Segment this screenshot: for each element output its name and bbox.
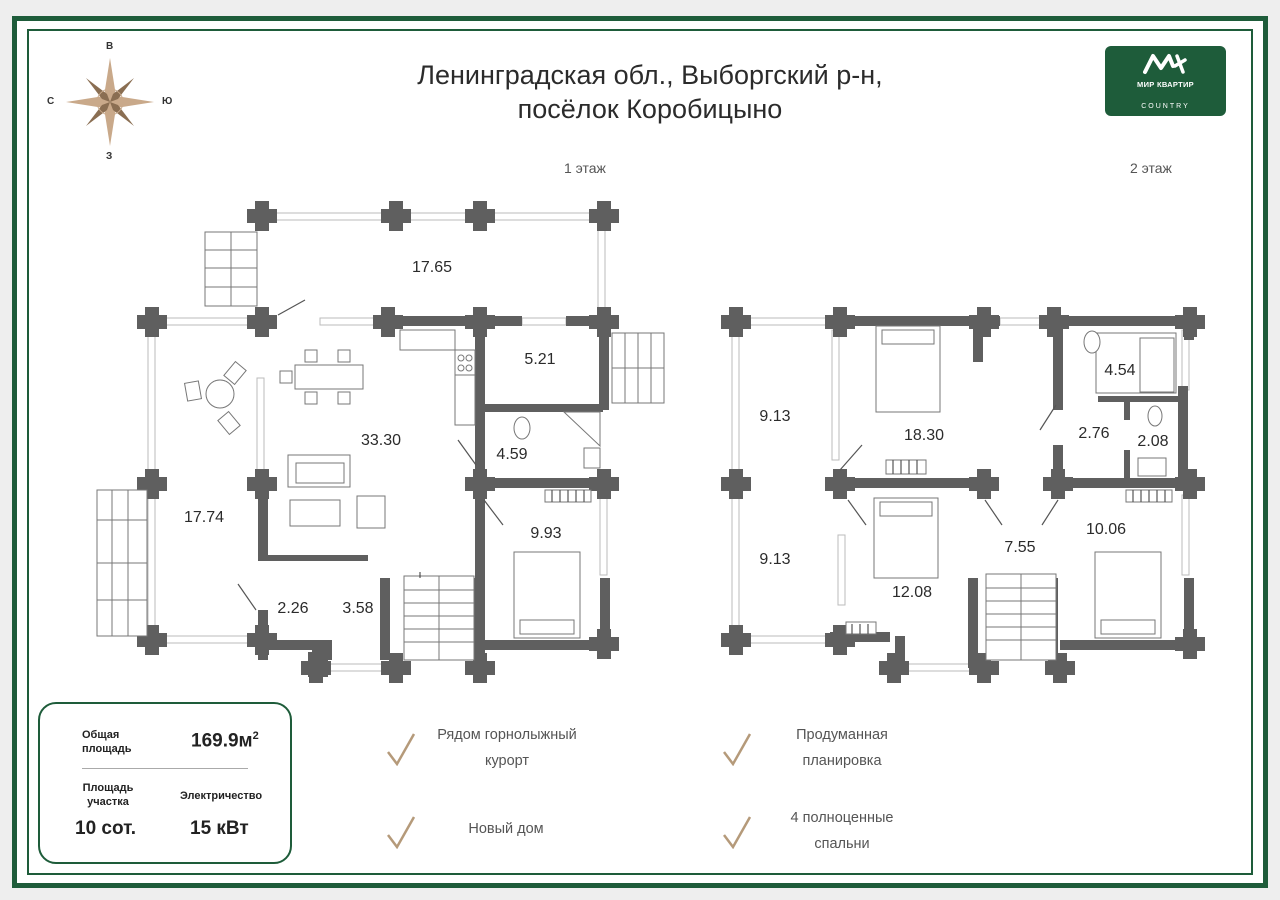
plot-area-value: 10 сот. [75,818,137,839]
feature-text: 4 полноценные [790,810,894,826]
compass-east: Ю [162,96,173,107]
room-area-label: 2.76 [1078,425,1110,442]
room-area-label: 33.30 [360,432,402,449]
compass-rose-icon [66,58,154,146]
power-value: 15 кВт [190,818,249,839]
compass-south: З [106,151,113,162]
room-area-label: 5.21 [524,351,556,368]
plot-area-label-line-1: Площадь [82,782,134,794]
room-area-label: 9.13 [759,408,791,425]
floor-1-label: 1 этаж [564,160,606,176]
feature-item: Новый дом [440,816,572,842]
room-area-label: 7.55 [1004,539,1036,556]
compass-north: В [106,41,114,52]
checkmark-icon [387,733,416,766]
room-area-label: 18.30 [903,427,945,444]
total-area-label-line-2: площадь [82,743,132,755]
floor-2-label: 2 этаж [1130,160,1172,176]
inner-frame [27,29,1253,875]
room-area-label: 4.59 [496,446,528,463]
compass-west: С [47,96,55,107]
plot-area-label-line-2: участка [87,796,129,808]
room-area-label: 12.08 [891,584,933,601]
logo-sub-text: COUNTRY [1141,103,1190,110]
room-area-label: 2.26 [277,600,309,617]
total-area-label-line-1: Общая [82,729,120,741]
feature-item: Рядом горнолыжный курорт [418,722,596,774]
feature-item: Продуманная планировка [770,722,914,774]
logo-mark-icon [1143,54,1187,74]
feature-text: планировка [802,753,882,769]
checkmark-icon [723,816,752,849]
brand-logo [1105,46,1226,116]
page-title: Ленинградская обл., Выборгский р-н, посё… [330,58,970,126]
title-line-2: посёлок Коробицыно [517,94,783,124]
plot-area-label: Площадь участка [80,781,136,809]
title-line-1: Ленинградская обл., Выборгский р-н, [417,60,883,90]
feature-text: Новый дом [468,821,544,837]
floor-1-plan [96,201,665,683]
logo-brand-text: МИР КВАРТИР [1137,80,1194,89]
feature-text: Продуманная [796,727,888,743]
room-area-label: 10.06 [1085,521,1127,538]
feature-item: 4 полноценные спальни [766,805,918,857]
room-area-label: 17.74 [183,509,225,526]
feature-text: курорт [484,753,530,769]
total-area-sup: 2 [252,730,259,742]
feature-text: спальни [814,836,870,852]
room-area-label: 9.13 [759,551,791,568]
room-area-label: 4.54 [1104,362,1136,379]
room-area-label: 3.58 [342,600,374,617]
total-area-value: 169.9м2 [191,730,259,752]
total-area-number: 169.9м [191,730,253,752]
room-area-label: 2.08 [1137,433,1169,450]
room-area-label: 17.65 [411,259,453,276]
checkmark-icon [723,733,752,766]
floor-2-plan [721,307,1205,683]
feature-text: Рядом горнолыжный [437,727,577,743]
room-area-label: 9.93 [530,525,562,542]
total-area-label: Общая площадь [82,728,131,756]
power-label: Электричество [180,790,263,802]
info-divider [82,768,248,769]
info-card [38,702,292,864]
checkmark-icon [387,816,416,849]
